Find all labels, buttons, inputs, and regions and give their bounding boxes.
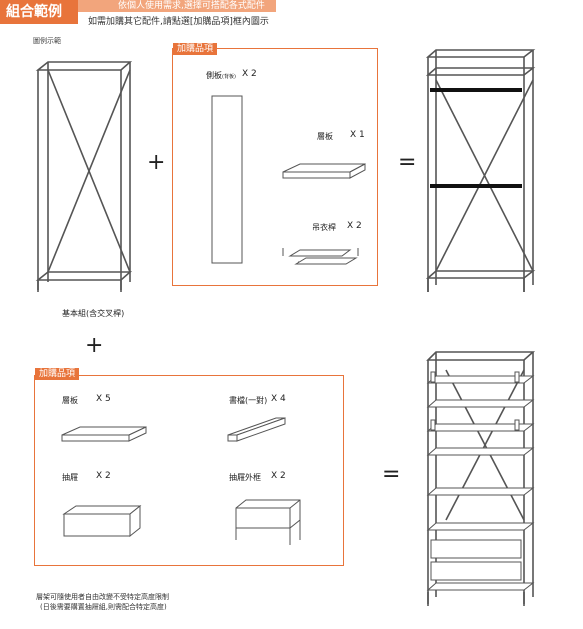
bookend-label: 書檔(一對) [229,396,268,405]
page-title: 組合範例 [0,0,78,24]
drawer-frame-qty[interactable]: X 2 [271,471,286,481]
rod-label: 吊衣桿 [312,223,336,232]
addon-tag-bottom: 加購品項 [35,368,80,380]
side-panel-label: 側板(背板) [206,70,236,81]
addon-tag: 加購品項 [173,43,218,55]
drawer-qty[interactable]: X 2 [96,471,111,481]
footer-line-2: (日後需要購置抽屜組,則需配合特定高度) [40,603,167,611]
footer-line-1: 層架可隨使用者自由改變不受特定高度限制 [36,593,169,601]
side-panel-note: (背板) [222,74,236,80]
addon-box-top [172,48,378,286]
shelf-label-top: 層板 [317,132,333,141]
example-caption: 圖例示範 [33,37,61,45]
equals-sign: = [398,150,417,175]
shelf-qty-top[interactable]: X 1 [350,130,365,140]
addon-box-bottom [34,375,344,566]
shelf-qty-bottom[interactable]: X 5 [96,394,111,404]
bookend-qty[interactable]: X 4 [271,394,286,404]
rod-qty[interactable]: X 2 [347,221,362,231]
subtitle: 依個人使用需求,選擇可搭配各式配件 [118,1,265,11]
base-caption: 基本組(含交叉桿) [62,309,125,318]
plus-sign: + [147,150,166,175]
subtitle-strip [78,0,276,12]
plus-sign-bottom: + [85,333,104,358]
side-panel-name: 側板 [206,71,222,80]
drawer-label: 抽屜 [62,473,78,482]
drawer-frame-label: 抽屜外框 [229,473,261,482]
side-panel-qty[interactable]: X 2 [242,69,257,79]
shelf-label-bottom: 層板 [62,396,78,405]
instruction-note: 如需加購其它配件,請點選[加購品項]框內圖示 [88,17,269,27]
equals-sign-bottom: = [382,462,401,487]
